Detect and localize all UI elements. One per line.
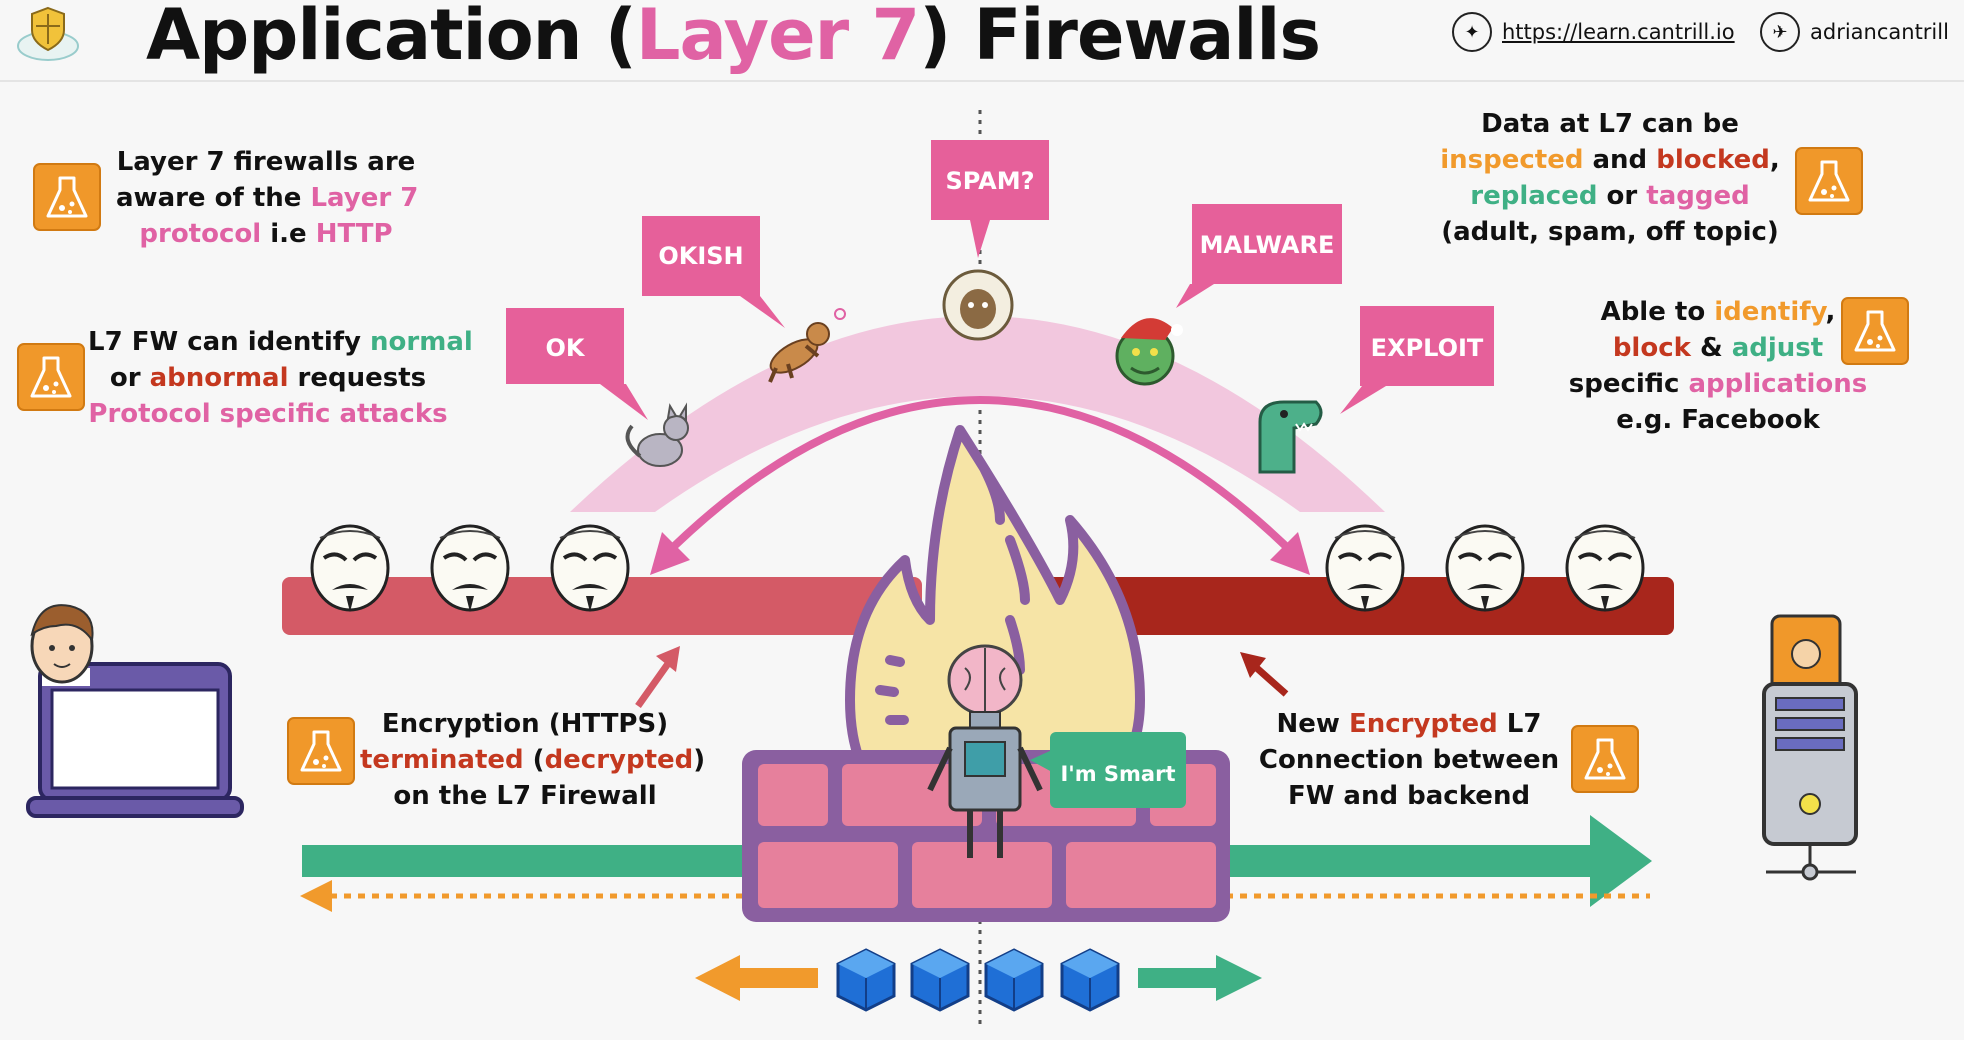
mask-icon (1565, 524, 1645, 614)
compass-icon: ✦ (1452, 12, 1492, 52)
flask-icon (16, 342, 86, 412)
traffic-arc-band (570, 316, 1385, 512)
cube-icon (984, 948, 1044, 1012)
robot-icon (927, 644, 1043, 858)
bubble-exploit: EXPLOIT (1340, 306, 1494, 414)
client-connection-arrow (302, 845, 750, 877)
laptop-icon (26, 662, 244, 818)
bubble-malware: MALWARE (1176, 204, 1342, 308)
backend-connection-arrow (1230, 845, 1592, 877)
sheep-icon (942, 269, 1014, 341)
header: Application (Layer 7) Firewalls ✦ https:… (0, 0, 1964, 82)
bottom-arrow-right (1216, 955, 1262, 1001)
svg-text:SPAM?: SPAM? (945, 167, 1034, 195)
twitter-link[interactable]: ✈ adriancantrill (1760, 12, 1949, 52)
page-title: Application (Layer 7) Firewalls (146, 0, 1321, 76)
arc-arrowhead-left (650, 532, 690, 575)
note-encryption-terminated: Encryption (HTTPS) terminated (decrypted… (360, 709, 706, 811)
flask-icon (1794, 146, 1864, 216)
note-data-inspection: Data at L7 can be inspected and blocked,… (1440, 109, 1780, 247)
note-application-control: Able to identify, block & adjust specifi… (1568, 297, 1868, 435)
flask-icon (32, 162, 102, 232)
server-icon (1762, 614, 1858, 881)
grinch-icon (1115, 318, 1183, 386)
arc-arrowhead-right (1270, 532, 1310, 575)
mask-icon (310, 524, 390, 614)
svg-text:I'm Smart: I'm Smart (1060, 762, 1175, 786)
note-new-encrypted-connection: New Encrypted L7 Connection between FW a… (1258, 709, 1560, 811)
cube-icon (1060, 948, 1120, 1012)
flask-icon (286, 716, 356, 786)
mask-icon (1325, 524, 1405, 614)
inspect-arrow-right (1240, 652, 1289, 697)
dog-icon (768, 308, 846, 383)
cube-icon (836, 948, 896, 1012)
trex-icon (1258, 400, 1323, 474)
flask-icon (1570, 724, 1640, 794)
svg-text:OK: OK (546, 334, 586, 362)
mask-icon (550, 524, 630, 614)
bottom-arrow-left (695, 955, 740, 1001)
svg-text:OKISH: OKISH (658, 242, 743, 270)
note-identify-requests: L7 FW can identify normal or abnormal re… (88, 327, 473, 429)
bubble-ok: OK (506, 308, 648, 420)
traffic-arc-arrow (657, 396, 1303, 563)
site-link[interactable]: ✦ https://learn.cantrill.io (1452, 12, 1735, 52)
backend-arrowhead (1590, 815, 1652, 907)
mask-icon (1445, 524, 1525, 614)
logo-icon (17, 6, 79, 61)
svg-text:MALWARE: MALWARE (1200, 231, 1335, 259)
bubble-okish: OKISH (642, 216, 785, 328)
bubble-spam: SPAM? (931, 140, 1049, 258)
note-layer7-aware: Layer 7 firewalls are aware of the Layer… (116, 147, 419, 249)
twitter-icon: ✈ (1760, 12, 1800, 52)
cube-icon (910, 948, 970, 1012)
robot-speech-label: I'm Smart (1030, 732, 1186, 808)
cat-icon (625, 402, 689, 467)
inspect-arrow-left (635, 646, 680, 709)
user-avatar-icon (30, 604, 94, 686)
return-arrowhead (300, 880, 332, 912)
svg-text:EXPLOIT: EXPLOIT (1371, 334, 1484, 362)
mask-icon (430, 524, 510, 614)
